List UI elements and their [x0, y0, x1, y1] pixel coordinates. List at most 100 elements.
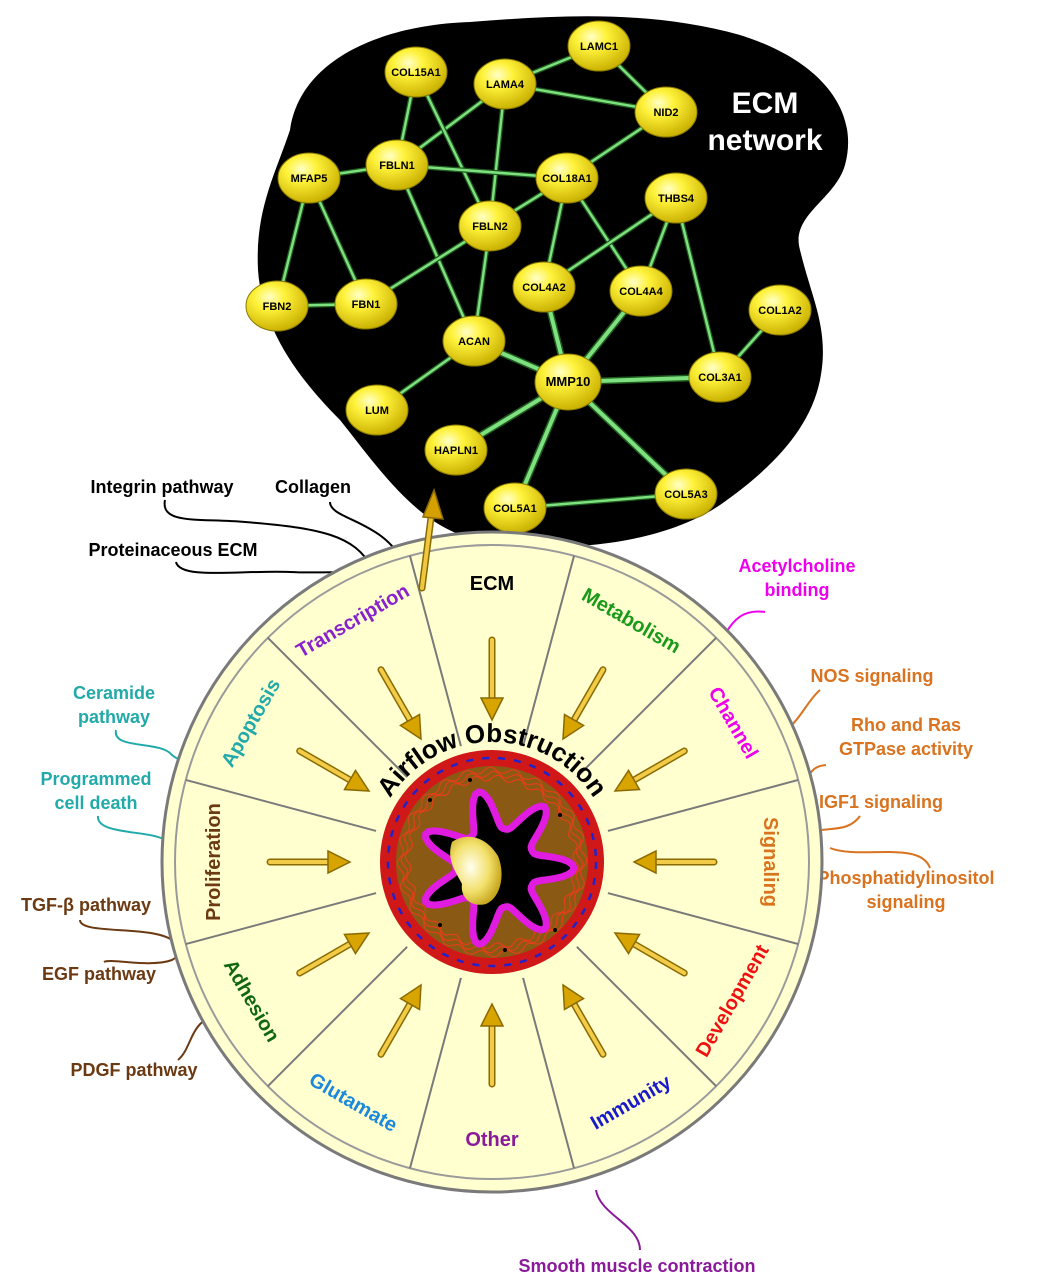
- node-shape: [345, 384, 409, 436]
- node-shape: [424, 424, 488, 476]
- arrow-metabolism: [562, 666, 607, 741]
- annotation-line: Programmed: [40, 769, 151, 789]
- annotation-line: Smooth muscle contraction: [518, 1256, 755, 1276]
- node-label: NID2: [653, 107, 678, 119]
- node-shape: [644, 172, 708, 224]
- annotation-tgf-pathway: TGF-β pathway: [21, 895, 151, 915]
- spoke: [267, 946, 408, 1087]
- node-fbln2: FBLN2: [458, 200, 522, 252]
- wheel-inner-ring: [174, 544, 810, 1180]
- node-shape: [688, 351, 752, 403]
- node-nid2: NID2: [634, 86, 698, 138]
- annotation-line: Integrin pathway: [90, 477, 233, 497]
- node-col5a1: COL5A1: [483, 482, 547, 534]
- connector-tgf-pathway: [79, 919, 173, 941]
- node-shape: [365, 139, 429, 191]
- arrow-head: [479, 697, 505, 722]
- node-col1a2: COL1A2: [748, 284, 812, 336]
- wheel-spokes: [185, 555, 799, 1169]
- node-label: ACAN: [458, 336, 490, 348]
- node-label: COL5A3: [664, 489, 707, 501]
- spoke: [522, 977, 576, 1169]
- node-shape: [245, 280, 309, 332]
- annotation-line: TGF-β pathway: [21, 895, 151, 915]
- arrow-adhesion: [296, 932, 371, 977]
- node-shape: [634, 86, 698, 138]
- node-shape: [473, 58, 537, 110]
- ecm-network-title: ECM network: [707, 87, 822, 157]
- arrow-head: [613, 769, 641, 792]
- annotation-pdgf-pathway: PDGF pathway: [70, 1060, 197, 1080]
- spoke: [408, 977, 462, 1169]
- airway-texture: [396, 766, 588, 958]
- arrow-shaft-highlight: [632, 942, 687, 975]
- node-label: MFAP5: [291, 173, 328, 185]
- airway-cell-dot: [428, 798, 432, 802]
- arrow-development: [613, 932, 688, 977]
- spoke: [185, 892, 377, 946]
- annotation-line: Ceramide: [73, 683, 155, 703]
- node-fbn1: FBN1: [334, 278, 398, 330]
- node-label: COL18A1: [542, 173, 592, 185]
- node-label: COL4A4: [619, 286, 663, 298]
- airway-muscle-layer: [386, 756, 598, 968]
- connector-integrin-pathway: [163, 499, 373, 569]
- airway-cell-dot: [558, 813, 562, 817]
- arrow-proliferation: [266, 849, 352, 875]
- airway-mucus: [450, 836, 502, 905]
- arrow-shaft-highlight: [632, 749, 687, 782]
- arrow-shaft-highlight: [379, 1002, 412, 1057]
- node-shape: [535, 152, 599, 204]
- annotation-line: NOS signaling: [810, 666, 933, 686]
- arrow-head: [343, 769, 371, 792]
- node-lamc1: LAMC1: [567, 20, 631, 72]
- node-shape: [458, 200, 522, 252]
- spoke: [607, 778, 799, 832]
- node-shape: [384, 46, 448, 98]
- airway-cell-dot: [438, 923, 442, 927]
- node-col15a1: COL15A1: [384, 46, 448, 98]
- node-col4a4: COL4A4: [609, 265, 673, 317]
- connector-smooth-muscle-contraction: [595, 1189, 641, 1251]
- node-label: COL15A1: [391, 67, 441, 79]
- annotation-collagen: Collagen: [275, 477, 351, 497]
- arrow-immunity: [562, 983, 607, 1058]
- node-col3a1: COL3A1: [688, 351, 752, 403]
- node-label: LAMC1: [580, 41, 618, 53]
- arrow-transcription: [377, 666, 422, 741]
- arrow-ecm: [479, 636, 505, 722]
- edge-highlight-fbln1-acan: [395, 164, 476, 342]
- node-shape: [567, 20, 631, 72]
- airway-texture-ring: [396, 766, 588, 958]
- airway-texture-ring: [404, 774, 580, 950]
- node-label: FBN2: [263, 301, 292, 313]
- spoke: [408, 555, 462, 747]
- annotation-line: GTPase activity: [839, 739, 973, 759]
- airway-cell-dot: [503, 948, 507, 952]
- airway-texture-ring: [400, 770, 584, 954]
- node-label: FBLN2: [472, 221, 507, 233]
- node-col18a1: COL18A1: [535, 152, 599, 204]
- network-nodes: LAMC1COL15A1LAMA4NID2MFAP5FBLN1COL18A1TH…: [245, 20, 812, 534]
- edge-highlight-thbs4-col3a1: [674, 197, 722, 378]
- spoke: [576, 946, 717, 1087]
- airway-cell-dot: [468, 778, 472, 782]
- arrow-head: [562, 713, 585, 741]
- node-label: LUM: [365, 405, 389, 417]
- connector-igf1-signaling: [821, 815, 861, 831]
- edge-highlight-col15a1-fbln2: [414, 71, 492, 227]
- node-col5a3: COL5A3: [654, 468, 718, 520]
- connector-phosphatidylinositol-signaling: [829, 847, 931, 869]
- arrow-head: [613, 932, 641, 955]
- spoke: [607, 892, 799, 946]
- arrow-shaft-highlight: [379, 667, 412, 722]
- spoke: [522, 555, 576, 747]
- node-label: COL1A2: [758, 305, 801, 317]
- node-shape: [609, 265, 673, 317]
- arrow-shaft-highlight: [297, 749, 352, 782]
- node-thbs4: THBS4: [644, 172, 708, 224]
- node-mmp10: MMP10: [534, 353, 602, 411]
